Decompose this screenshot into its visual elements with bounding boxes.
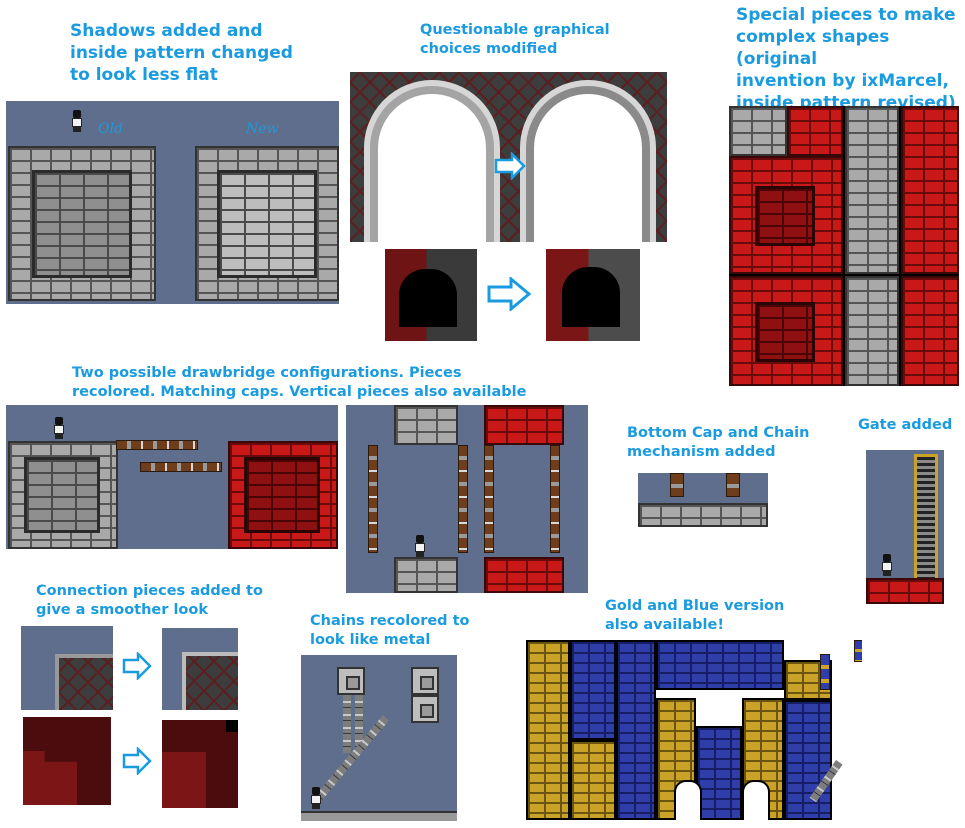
drawbridge-vertical-panel [346,405,588,593]
gold-blue-tileset-panel [526,640,862,820]
gate-panel [866,450,944,604]
right-arrow-icon [122,652,152,680]
old-inner-pattern [32,170,132,278]
drawbridge-top [116,440,198,450]
gate [914,454,938,582]
character-sprite [415,535,425,557]
connection-tile-2-old [23,717,111,805]
cave-tile-old [385,249,477,341]
caption-questionable: Questionable graphical choices modified [420,22,610,57]
special-pieces-panel [729,106,959,386]
connection-tile-2-new [162,720,238,808]
character-sprite [54,417,64,439]
caption-drawbridge: Two possible drawbridge configurations. … [72,365,527,400]
new-inner-pattern [217,170,317,278]
connection-tile-1-new [162,628,238,710]
right-arrow-icon [494,152,526,180]
cave-tile-new [546,249,640,341]
arches-panel [350,72,667,242]
caption-connection: Connection pieces added to give a smooth… [36,583,263,618]
character-sprite [311,787,321,809]
caption-gold-blue: Gold and Blue version also available! [605,598,785,633]
new-brick-block [195,146,339,301]
old-label: Old [98,121,123,137]
character-sprite [72,110,82,132]
drawbridge-bottom [140,462,222,472]
caption-gate: Gate added [858,417,953,433]
caption-shadows: Shadows added and inside pattern changed… [70,21,293,86]
metal-chain [355,695,363,747]
character-sprite [882,554,892,576]
metal-chain [343,695,351,753]
connection-tile-1-old [21,626,113,710]
new-label: New [246,121,279,137]
right-arrow-icon [487,277,531,311]
caption-bottom-cap: Bottom Cap and Chain mechanism added [627,425,810,460]
chains-panel [301,655,457,821]
right-arrow-icon [122,747,152,775]
drawbridge-horizontal-panel [6,405,338,549]
bottom-cap-panel [638,473,768,527]
old-brick-block [8,146,156,301]
caption-special-pieces: Special pieces to make complex shapes (o… [736,5,956,114]
shadows-comparison-panel: Old New [6,101,339,304]
caption-chains: Chains recolored to look like metal [310,613,470,648]
